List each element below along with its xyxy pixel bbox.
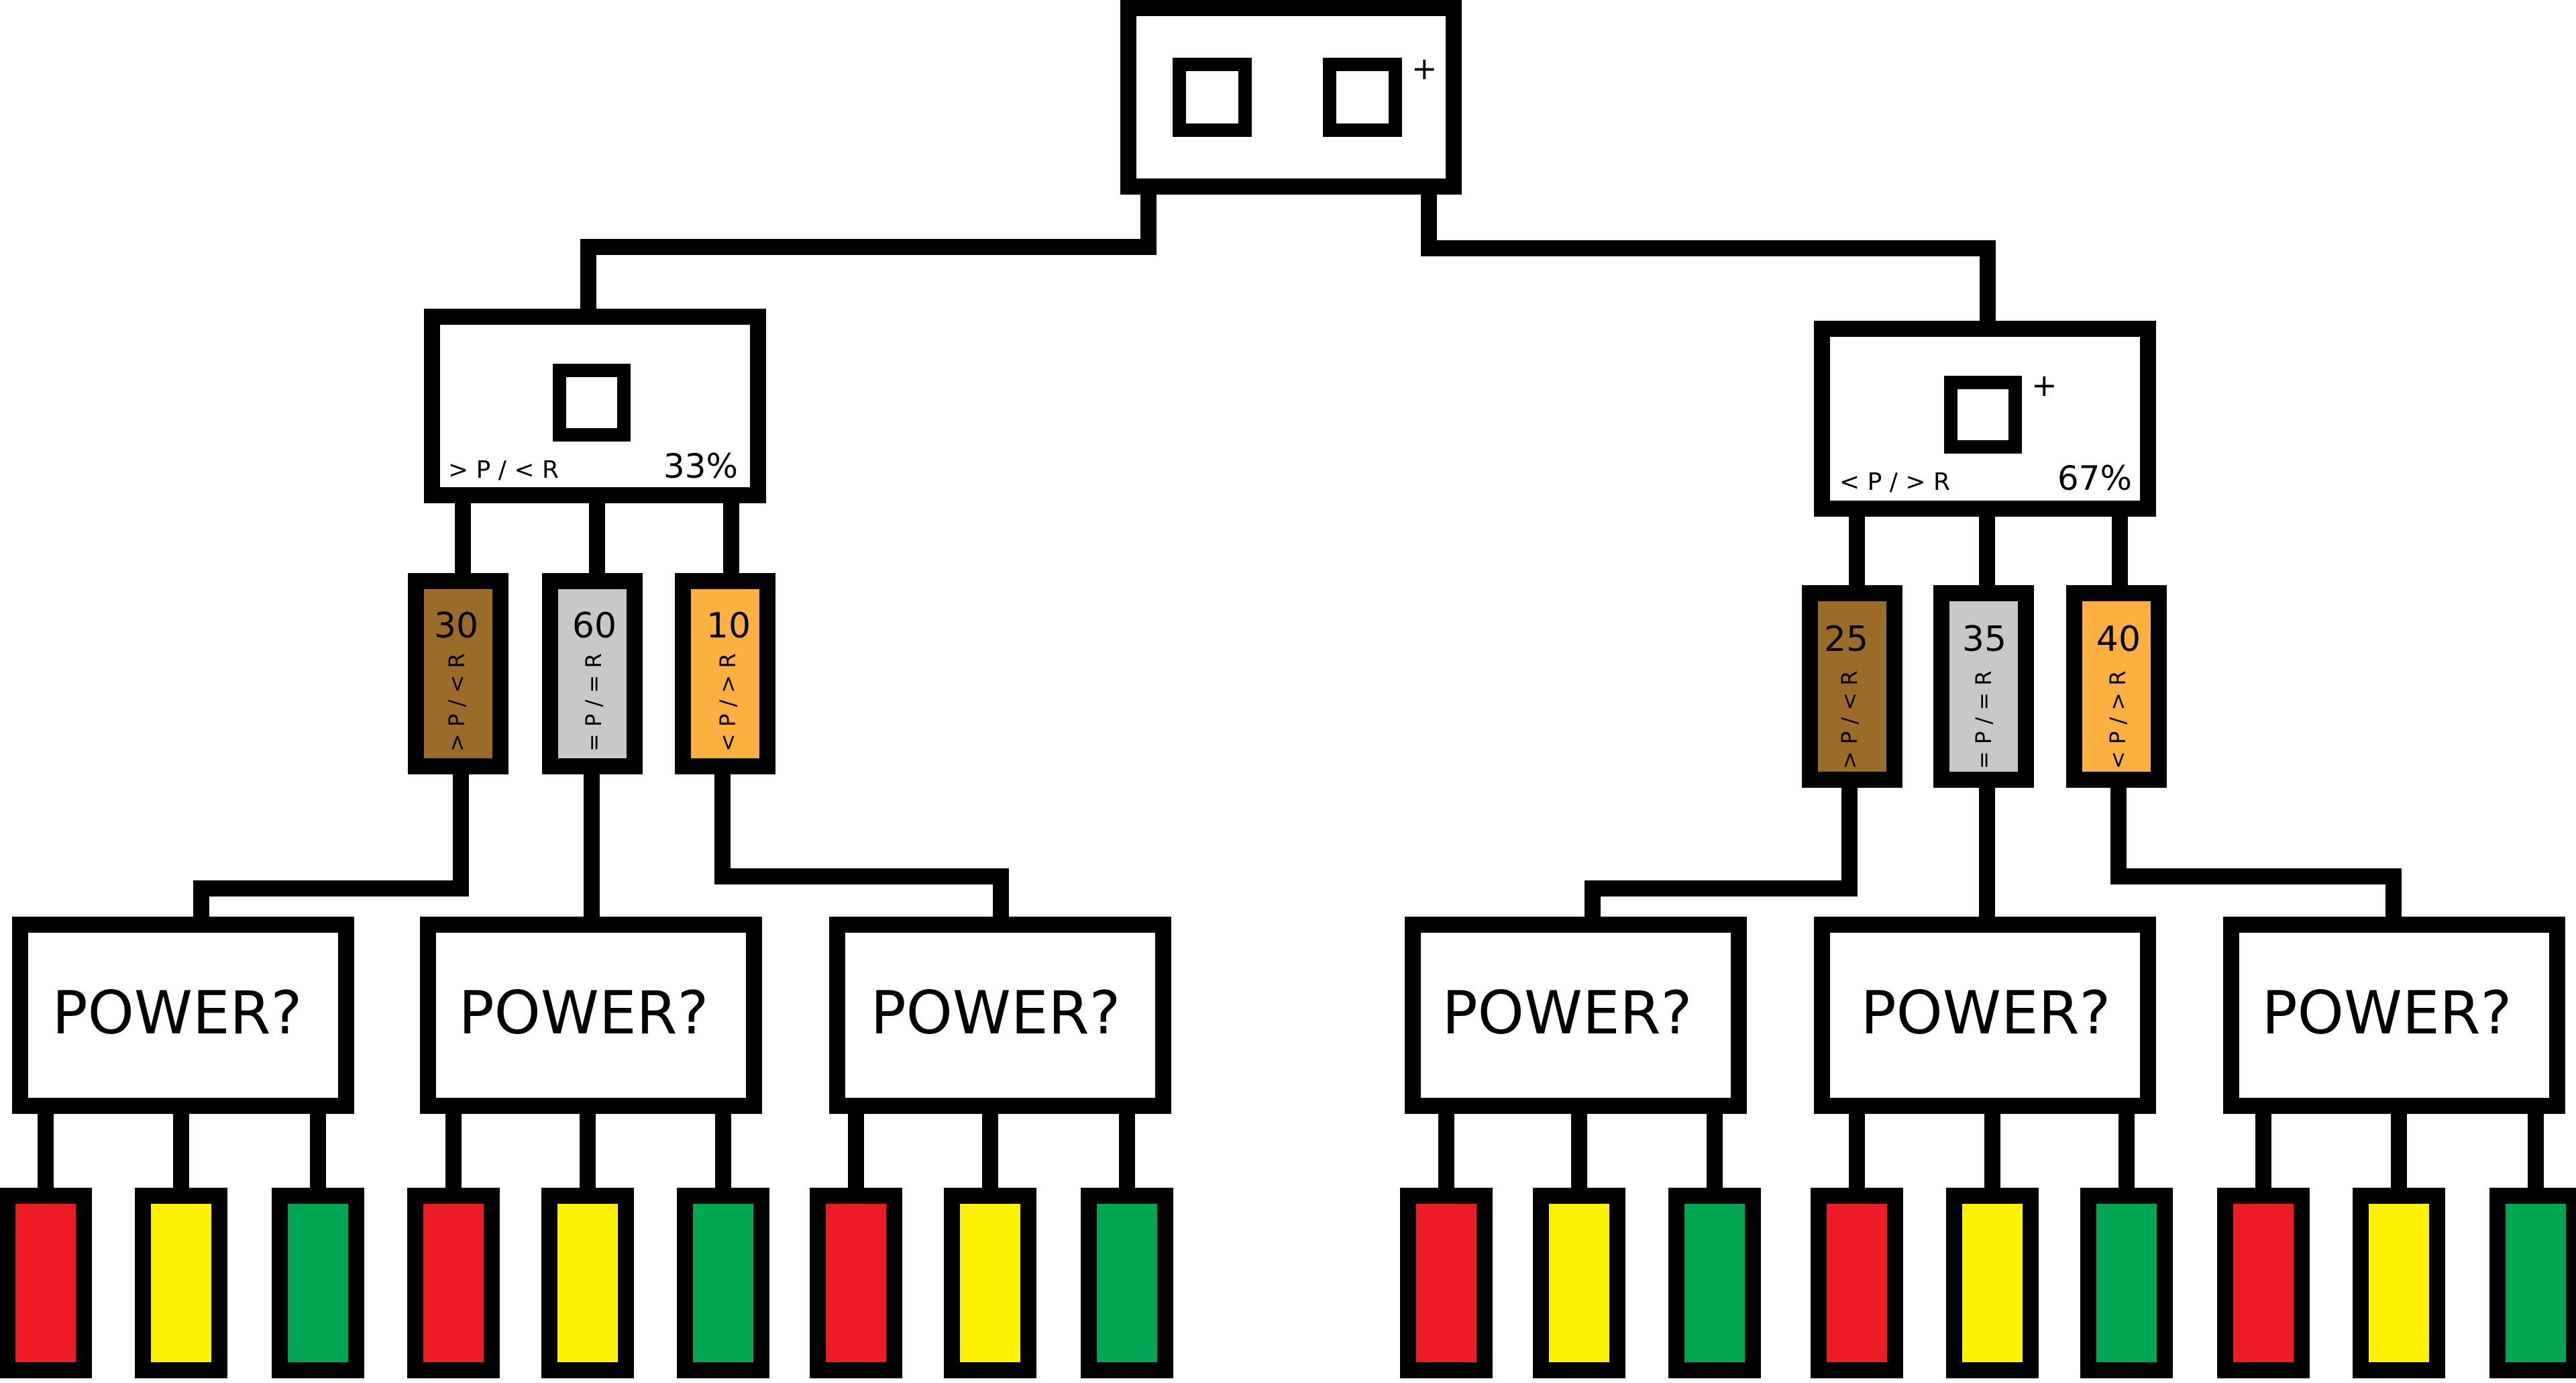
power-label-left-1: POWER? [52,978,303,1047]
group-right-condition: < P / > R [1839,468,1950,496]
tubes-right: 25 > P / < R 35 = P / = R 40 < P / > R [1802,585,2167,788]
tube-left-1-label: > P / < R [444,653,470,752]
group-left-condition: > P / < R [448,456,559,484]
group-right-percent: 67% [2057,459,2132,498]
tube-right-1-label: > P / < R [1837,670,1862,769]
tube-right-3-body [2066,585,2167,788]
tube-right-2-label: = P / = R [1971,670,1996,769]
tube-left-3-label: < P / > R [715,653,741,752]
tube-left-2-value: 60 [572,606,616,646]
root-square-right [1323,58,1402,137]
outcome-bar-right-2-red [1811,1188,1903,1378]
tube-left-2: 60 = P / = R [542,573,643,774]
connector-right-power-1 [1585,780,1858,917]
connector-right-power-3 [2110,780,2402,917]
tube-left-2-body [542,573,643,774]
outcome-bar-left-1-green [272,1188,364,1378]
root-node: + [1120,0,1462,195]
tubes-left: 30 > P / < R 60 = P / = R 10 < P / > R [408,573,775,774]
tube-right-1-body [1802,585,1902,788]
tube-right-2: 35 = P / = R [1933,585,2034,788]
tube-right-1-value: 25 [1824,619,1868,660]
outcome-bar-right-3-green [2489,1188,2576,1378]
outcome-bar-right-1-red [1400,1188,1493,1378]
outcome-bar-left-3-yellow [944,1188,1036,1378]
group-right-plus-sign: + [2031,367,2057,403]
outcome-bar-left-1-red [0,1188,92,1378]
root-plus-sign: + [1411,50,1438,87]
group-right-square [1944,376,2022,454]
tube-left-1: 30 > P / < R [408,573,508,774]
connector-lines [38,195,2544,1196]
tube-left-2-label: = P / = R [581,653,606,752]
connector-left-power-3 [714,766,1009,917]
outcome-bar-left-2-green [677,1188,769,1378]
group-left-square [553,364,631,442]
outcome-bar-left-3-green [1081,1188,1173,1378]
outcome-bar-left-1-yellow [135,1188,227,1378]
tube-right-1: 25 > P / < R [1802,585,1902,788]
tube-left-1-body [408,573,508,774]
tube-right-2-body [1933,585,2034,788]
outcome-bar-right-3-yellow [2353,1188,2445,1378]
outcome-bar-left-3-red [810,1188,902,1378]
power-box-right-2 [1814,917,2156,1114]
power-label-right-1: POWER? [1442,978,1693,1047]
power-box-right-1 [1405,917,1747,1114]
power-boxes-right: POWER? POWER? POWER? [1405,917,2565,1114]
outcome-bar-right-2-yellow [1946,1188,2039,1378]
group-left-percent: 33% [663,447,738,486]
power-box-left-2 [420,917,762,1114]
power-box-right-3 [2223,917,2565,1114]
group-node-right: + < P / > R 67% [1814,321,2156,517]
tube-left-3-value: 10 [706,606,751,646]
outcome-bar-left-2-yellow [541,1188,634,1378]
power-box-left-3 [829,917,1171,1114]
power-label-right-2: POWER? [1861,978,2111,1047]
tube-right-3-value: 40 [2096,619,2141,660]
outcome-bar-right-3-red [2217,1188,2310,1378]
outcome-bar-right-2-green [2080,1188,2173,1378]
connector-root-right [1421,195,1996,325]
outcome-drop-lines [38,1114,2544,1196]
power-label-right-3: POWER? [2262,978,2512,1047]
power-label-left-3: POWER? [871,978,1121,1047]
connector-root-left [580,195,1157,314]
tube-right-3-label: < P / > R [2105,670,2131,769]
tube-right-3: 40 < P / > R [2066,585,2167,788]
tube-right-2-value: 35 [1962,619,2006,660]
outcome-bar-right-1-green [1668,1188,1761,1378]
outcome-bar-right-1-yellow [1533,1188,1625,1378]
tube-left-3: 10 < P / > R [675,573,775,774]
power-box-left-1 [12,917,354,1114]
root-square-left [1173,58,1252,137]
power-boxes-left: POWER? POWER? POWER? [12,917,1171,1114]
connector-left-power-1 [193,766,469,917]
group-node-left: > P / < R 33% [424,309,766,503]
outcome-bars [0,1188,2576,1378]
power-label-left-2: POWER? [459,978,709,1047]
outcome-bar-left-2-red [407,1188,500,1378]
tube-left-3-body [675,573,775,774]
tube-left-1-value: 30 [434,606,478,646]
